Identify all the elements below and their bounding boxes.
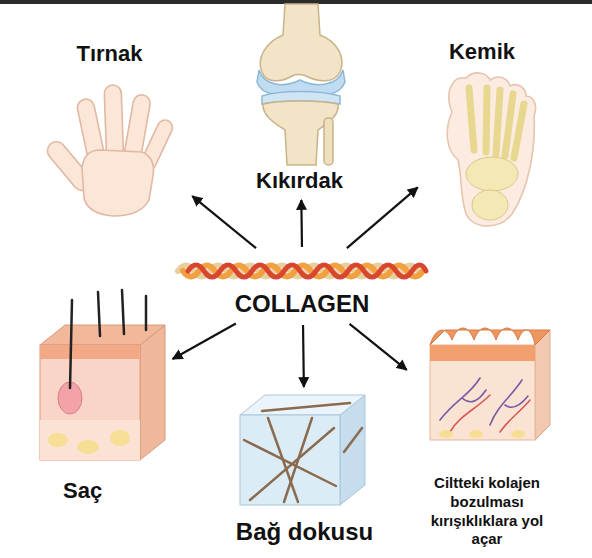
- hair-skin-illustration: [98, 292, 100, 336]
- part-label: Kemik: [446, 38, 518, 66]
- skin-label-box: Ciltteki kolajen bozulması kırışıklıklar…: [409, 318, 566, 552]
- hair-skin-illustration: [40, 345, 140, 359]
- connective-tissue-cube: [244, 403, 362, 502]
- hair-skin-illustration: [48, 433, 68, 447]
- hand-illustration: [104, 85, 124, 160]
- hair-skin-illustration: [70, 300, 72, 388]
- connective-tissue-cube: [250, 428, 334, 500]
- part-label: Bağ dokusu: [233, 517, 376, 548]
- skin-illustration: [450, 395, 530, 432]
- foot-illustration: [514, 104, 524, 158]
- skin-illustration: [440, 378, 530, 432]
- connective-tissue-cube: [240, 395, 365, 505]
- knee-illustration: [324, 118, 333, 165]
- connective-tissue-cube: [268, 418, 298, 502]
- knee-illustration: [257, 4, 345, 165]
- skin-illustration: [430, 345, 535, 361]
- arrow-connector: [173, 323, 236, 359]
- part-label: Saç: [60, 477, 105, 505]
- connective-tissue-cube: [284, 418, 312, 502]
- hand-illustration: [82, 150, 154, 216]
- foot-illustration: [505, 94, 513, 156]
- foot-illustration: [472, 190, 508, 220]
- arrow-connector: [192, 196, 256, 248]
- collagen-fiber: [178, 265, 426, 277]
- skin-illustration: [430, 345, 535, 440]
- skin-illustration: [439, 430, 453, 438]
- skin-illustration: [511, 430, 525, 438]
- knee-illustration: [263, 101, 338, 165]
- foot-illustration: [447, 73, 535, 226]
- foot-illustration: [486, 88, 487, 152]
- knee-illustration: [260, 4, 342, 81]
- part-label: Tırnak: [73, 40, 145, 68]
- connective-tissue-cube: [262, 403, 350, 411]
- collagen-hub: COLLAGEN: [175, 250, 430, 322]
- connective-tissue-cube: [240, 415, 340, 505]
- hair-skin-illustration: [70, 290, 146, 388]
- part-label: Kıkırdak: [253, 167, 346, 195]
- foot-illustration: [469, 88, 524, 158]
- connective-tissue-cube: [344, 428, 362, 452]
- hair-skin-illustration: [122, 290, 124, 334]
- skin-illustration: [535, 330, 550, 440]
- skin-illustration: [469, 430, 483, 438]
- part-label: Ciltteki kolajen bozulması kırışıklıklar…: [415, 473, 559, 550]
- collagen-fiber: [188, 265, 426, 277]
- tissue-label-box: Bağ dokusu: [220, 390, 390, 550]
- nail-label-box: Tırnak: [30, 38, 190, 220]
- foot-illustration: [447, 73, 535, 226]
- bone-label-box: Kemik: [420, 36, 545, 228]
- hair-skin-illustration: [145, 296, 148, 330]
- arrow-connector: [300, 200, 303, 247]
- hair-skin-illustration: [40, 345, 140, 460]
- foot-illustration: [496, 90, 500, 154]
- skin-illustration: [430, 328, 550, 345]
- arrow-connector: [347, 187, 418, 248]
- cartilage-label-box: Kıkırdak: [240, 4, 360, 197]
- foot-illustration: [469, 88, 474, 150]
- hand-illustration: [44, 85, 175, 216]
- hair-skin-illustration: [77, 440, 99, 454]
- part-label: COLLAGEN: [232, 289, 373, 320]
- hair-skin-illustration: [40, 290, 165, 460]
- arrow-connector: [350, 324, 407, 370]
- hair-skin-illustration: [110, 430, 130, 446]
- hair-label-box: Saç: [35, 290, 170, 507]
- hair-skin-illustration: [140, 325, 165, 460]
- connective-tissue-cube: [240, 395, 365, 415]
- foot-illustration: [466, 157, 518, 191]
- arrow-connector: [302, 325, 305, 387]
- skin-illustration: [430, 328, 550, 440]
- hair-skin-illustration: [40, 420, 140, 460]
